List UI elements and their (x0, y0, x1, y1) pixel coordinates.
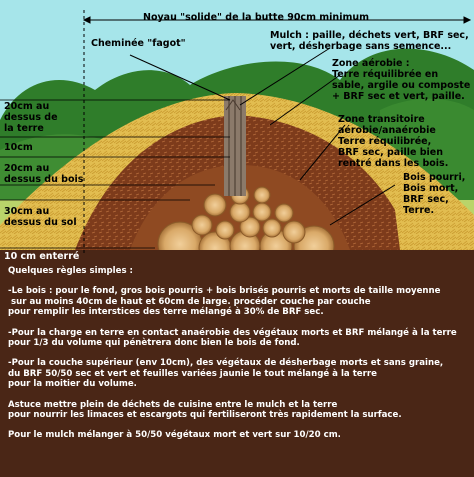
scale-label-20cm-above-earth: 20cm au dessus de la terre (4, 101, 58, 134)
tip-kitchen-waste: Astuce mettre plein de déchets de cuisin… (8, 399, 402, 421)
scale-label-30cm-above-soil: 30cm au dessus du sol (4, 206, 77, 228)
instructions-text: Quelques règles simples : -Le bois : pou… (8, 266, 470, 441)
rule-mulch-mix: Pour le mulch mélanger à 50/50 végétaux … (8, 430, 341, 441)
rule-wood: -Le bois : pour le fond, gros bois pourr… (8, 286, 441, 318)
aerobic-zone-label: Zone aérobie : Terre réquilibrée en sabl… (332, 58, 471, 102)
mulch-label: Mulch : paille, déchets vert, BRF sec, v… (270, 30, 469, 52)
scale-label-20cm-above-wood: 20cm au dessus du bois (4, 163, 84, 185)
scale-label-10cm-buried: 10 cm enterré (4, 251, 80, 262)
rule-soil-charge: -Pour la charge en terre en contact anaé… (8, 327, 457, 349)
scale-lines (0, 99, 230, 249)
chimney-label: Cheminée "fagot" (91, 38, 186, 49)
scale-label-10cm: 10cm (4, 142, 33, 153)
callout-lines (129, 47, 396, 226)
instructions-title: Quelques règles simples : (8, 266, 133, 276)
rule-top-layer: -Pour la couche supérieur (env 10cm), de… (8, 358, 444, 390)
dimension-arrow (82, 10, 472, 255)
wood-zone-label: Bois pourri, Bois mort, BRF sec, Terre. (403, 172, 466, 216)
transition-zone-label: Zone transitoire aérobie/anaérobie Terre… (338, 114, 449, 169)
butte-cross-section (0, 0, 474, 260)
header-title: Noyau "solide" de la butte 90cm minimum (143, 12, 370, 23)
ground (0, 250, 474, 260)
chimney-fagot (224, 96, 246, 196)
